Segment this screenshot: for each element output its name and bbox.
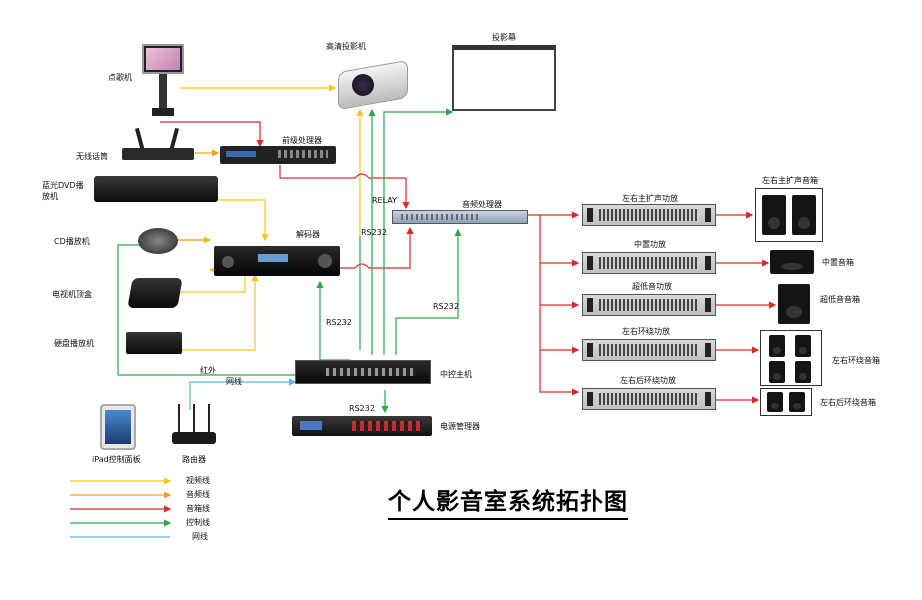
projector-icon bbox=[338, 54, 410, 111]
main-amp-label: 左右主扩声功放 bbox=[622, 194, 678, 203]
surround-speakers-icon bbox=[760, 330, 822, 386]
bluray-player-icon bbox=[94, 176, 218, 202]
main-amp-icon bbox=[582, 204, 716, 226]
center-speaker-icon bbox=[770, 250, 814, 274]
surround-amp-label: 左右环绕功放 bbox=[622, 327, 670, 336]
network-lines bbox=[189, 378, 297, 410]
main-speakers-icon bbox=[755, 188, 823, 242]
rs232-label-power: RS232 bbox=[349, 404, 375, 413]
subwoofer-icon bbox=[778, 284, 810, 324]
rs232-label-decoder-bottom: RS232 bbox=[326, 318, 352, 327]
legend-speaker: 音箱线 bbox=[186, 504, 210, 513]
bluray-label-line2: 放机 bbox=[42, 192, 58, 201]
audio-processor-label: 音频处理器 bbox=[462, 200, 502, 209]
rs232-label-decoder-top: RS232 bbox=[361, 228, 387, 237]
legend-audio: 音频线 bbox=[186, 490, 210, 499]
preamp-label: 前级处理器 bbox=[282, 136, 322, 145]
relay-label: RELAY bbox=[372, 196, 397, 205]
bluray-label-line1: 蓝光DVD播 bbox=[42, 181, 84, 190]
wireless-mic-label: 无线话筒 bbox=[76, 152, 108, 161]
subwoofer-label: 超低音音箱 bbox=[820, 295, 860, 304]
hdd-player-icon bbox=[126, 332, 182, 354]
cd-player-icon bbox=[138, 228, 178, 254]
speaker-lines bbox=[160, 121, 777, 404]
rear-surround-amp-icon bbox=[582, 388, 716, 410]
tv-box-label: 电视机顶盒 bbox=[52, 290, 92, 299]
decoder-label: 解码器 bbox=[296, 230, 320, 239]
router-icon bbox=[172, 404, 216, 446]
router-label: 路由器 bbox=[182, 455, 206, 464]
ipad-label: iPad控制面板 bbox=[92, 455, 141, 464]
ipad-icon bbox=[100, 404, 136, 450]
rear-surround-speakers-label: 左右后环绕音箱 bbox=[820, 398, 876, 407]
rs232-label-processor: RS232 bbox=[433, 302, 459, 311]
legend-video: 视频线 bbox=[186, 476, 210, 485]
power-manager-icon bbox=[292, 416, 432, 436]
decoder-icon bbox=[214, 246, 340, 276]
audio-lines bbox=[175, 149, 220, 241]
tv-box-icon bbox=[127, 278, 183, 308]
subwoofer-amp-label: 超低音功放 bbox=[632, 282, 672, 291]
projection-screen-icon bbox=[452, 45, 556, 111]
central-control-label: 中控主机 bbox=[440, 370, 472, 379]
projector-label: 高清投影机 bbox=[326, 42, 366, 51]
legend-network: 网线 bbox=[192, 532, 208, 541]
preamp-icon bbox=[220, 146, 336, 164]
legend-lines bbox=[70, 477, 172, 538]
central-control-icon bbox=[295, 360, 431, 384]
center-amp-icon bbox=[582, 252, 716, 274]
power-manager-label: 电源管理器 bbox=[440, 422, 480, 431]
audio-processor-icon bbox=[392, 210, 528, 224]
wireless-mic-icon bbox=[120, 126, 194, 164]
cd-player-label: CD播放机 bbox=[54, 237, 90, 246]
screen-label: 投影幕 bbox=[492, 33, 516, 42]
subwoofer-amp-icon bbox=[582, 294, 716, 316]
infrared-label: 红外 bbox=[200, 366, 216, 375]
rear-surround-amp-label: 左右后环绕功放 bbox=[620, 376, 676, 385]
surround-speakers-label: 左右环绕音箱 bbox=[832, 356, 880, 365]
network-label: 网线 bbox=[226, 377, 242, 386]
karaoke-label: 点歌机 bbox=[108, 73, 132, 82]
rear-surround-speakers-icon bbox=[760, 388, 812, 416]
karaoke-machine-icon bbox=[140, 44, 186, 116]
main-speakers-label: 左右主扩声音箱 bbox=[762, 176, 818, 185]
legend-control: 控制线 bbox=[186, 518, 210, 527]
hdd-player-label: 硬盘播放机 bbox=[54, 339, 94, 348]
center-amp-label: 中置功放 bbox=[634, 240, 666, 249]
center-speaker-label: 中置音箱 bbox=[822, 258, 854, 267]
diagram-title: 个人影音室系统拓扑图 bbox=[388, 482, 628, 520]
surround-amp-icon bbox=[582, 339, 716, 361]
